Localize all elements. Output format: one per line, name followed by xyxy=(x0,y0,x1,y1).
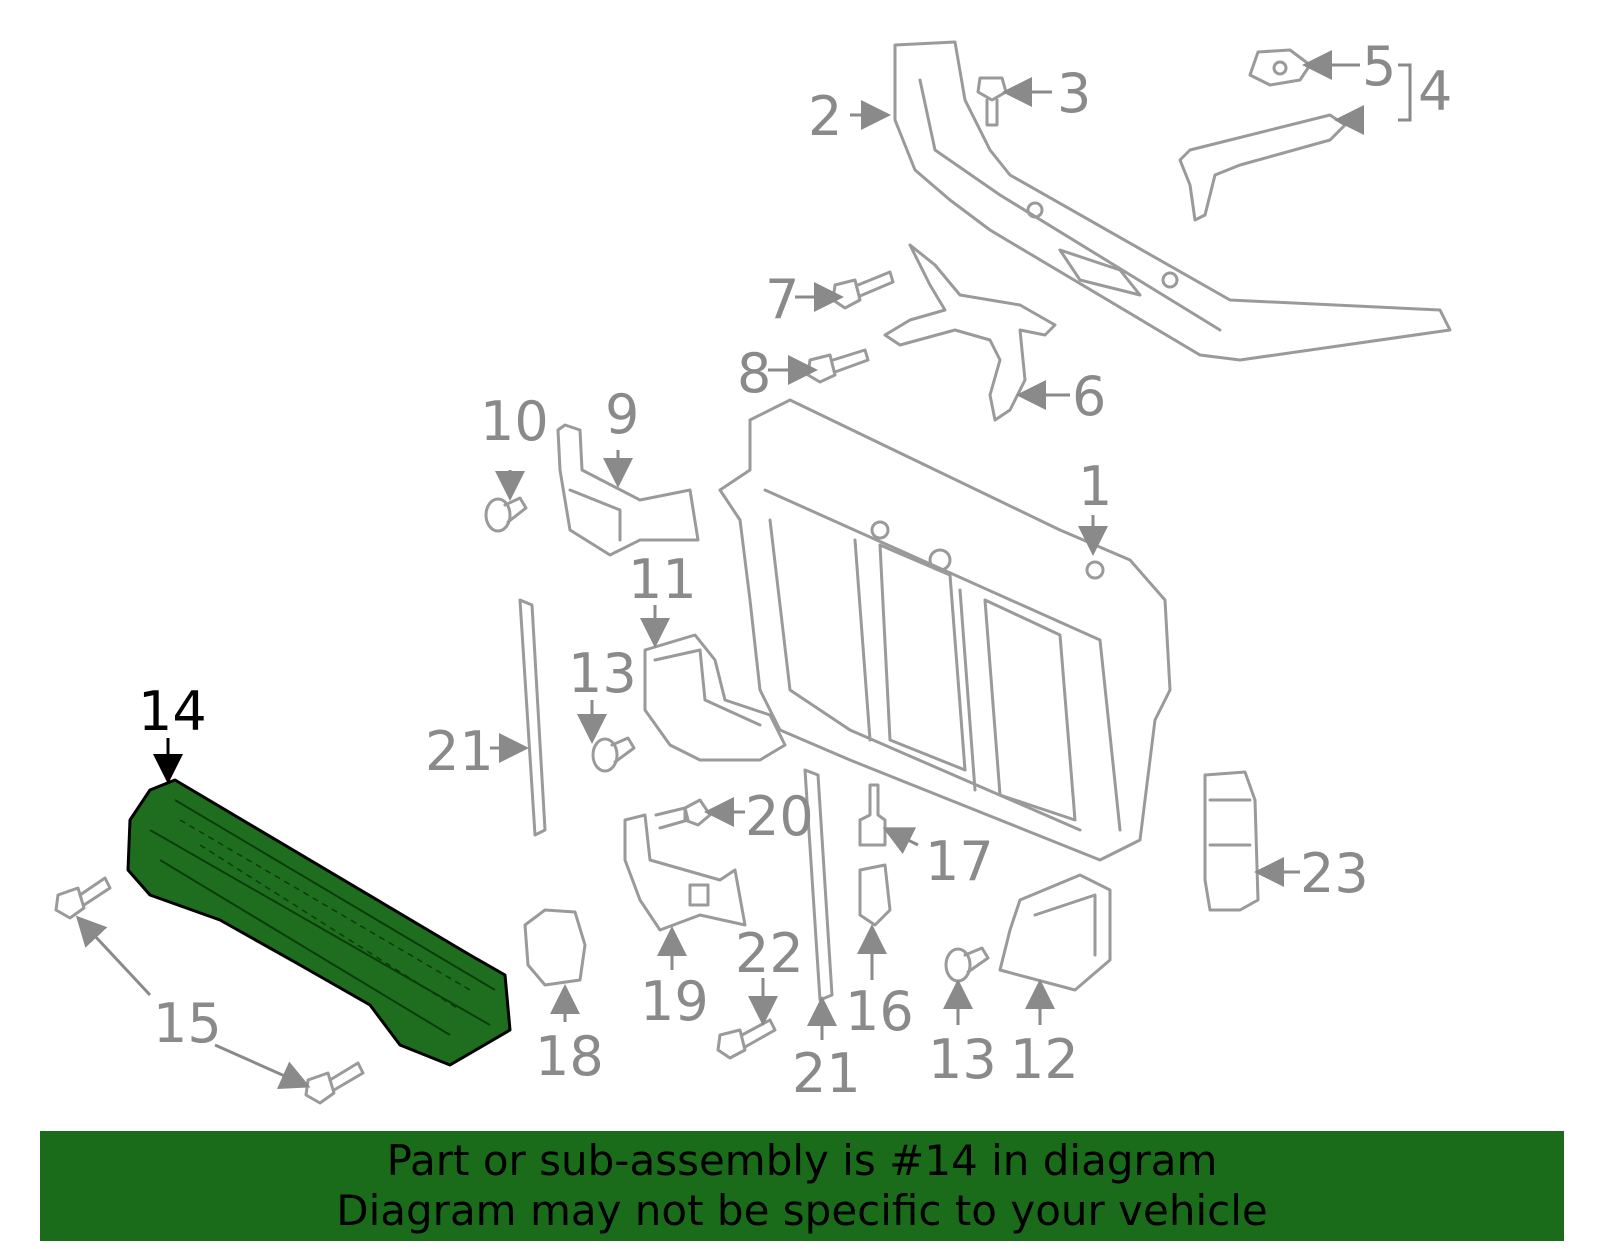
callout-13a: 13 xyxy=(568,642,637,705)
callout-21a: 21 xyxy=(425,720,494,783)
part-18-sensor xyxy=(523,908,587,987)
callout-19: 19 xyxy=(640,970,709,1033)
callout-numbers: 1 2 3 4 5 6 7 8 9 10 11 12 13 13 14 15 1… xyxy=(138,35,1452,1105)
part-2-upper-tie-bar xyxy=(893,40,1452,362)
parts-diagram: 1 2 3 4 5 6 7 8 9 10 11 12 13 13 14 15 1… xyxy=(54,35,1452,1105)
part-9-bracket xyxy=(556,423,700,557)
callout-4: 4 xyxy=(1418,60,1452,123)
part-8-bolt xyxy=(806,348,870,384)
part-1-radiator-support xyxy=(718,398,1172,862)
part-4-support xyxy=(1178,113,1347,222)
callout-5: 5 xyxy=(1362,35,1396,98)
callout-20: 20 xyxy=(745,785,814,848)
callout-15: 15 xyxy=(153,992,222,1055)
callout-21b: 21 xyxy=(792,1042,861,1105)
part-5-bracket xyxy=(1248,48,1312,87)
part-23-module xyxy=(1203,770,1260,912)
callout-14: 14 xyxy=(138,680,207,743)
part-14-highlighted xyxy=(126,778,512,1067)
part-21-strip-b xyxy=(803,768,834,1002)
part-15-bolt-b xyxy=(304,1061,365,1105)
callout-22: 22 xyxy=(735,922,804,985)
part-10-clip xyxy=(484,496,528,533)
part-13-clip-a xyxy=(591,736,636,773)
part-12-duct xyxy=(998,873,1112,992)
part-20-bolt xyxy=(654,798,712,830)
callout-11: 11 xyxy=(628,548,697,611)
callout-9: 9 xyxy=(605,383,639,446)
callout-17: 17 xyxy=(925,830,994,893)
info-banner: Part or sub-assembly is #14 in diagram D… xyxy=(40,1131,1564,1241)
part-21-strip-a xyxy=(518,598,547,837)
callout-23: 23 xyxy=(1300,842,1369,905)
banner-line-2: Diagram may not be specific to your vehi… xyxy=(336,1186,1268,1235)
part-3-bolt xyxy=(976,76,1008,127)
callout-18: 18 xyxy=(535,1025,604,1088)
callout-16: 16 xyxy=(845,980,914,1043)
part-16-connector xyxy=(858,863,892,927)
banner-line-1: Part or sub-assembly is #14 in diagram xyxy=(386,1136,1218,1185)
callout-3: 3 xyxy=(1057,62,1091,125)
callout-8: 8 xyxy=(737,342,771,405)
callout-6: 6 xyxy=(1072,365,1106,428)
callout-10: 10 xyxy=(480,390,549,453)
callout-arrows xyxy=(75,50,1412,1089)
part-17-connector xyxy=(858,783,887,847)
part-19-bracket xyxy=(623,813,747,932)
callout-2: 2 xyxy=(808,85,842,148)
callout-7: 7 xyxy=(765,268,799,331)
part-15-bolt-a xyxy=(54,876,112,920)
callout-13b: 13 xyxy=(928,1028,997,1091)
part-6-bracket xyxy=(883,243,1057,422)
part-13-clip-b xyxy=(944,946,990,983)
part-11-duct xyxy=(643,633,787,762)
part-22-bolt xyxy=(716,1018,777,1060)
callout-1: 1 xyxy=(1078,455,1112,518)
callout-12: 12 xyxy=(1010,1028,1079,1091)
part-7-bolt xyxy=(831,270,895,310)
